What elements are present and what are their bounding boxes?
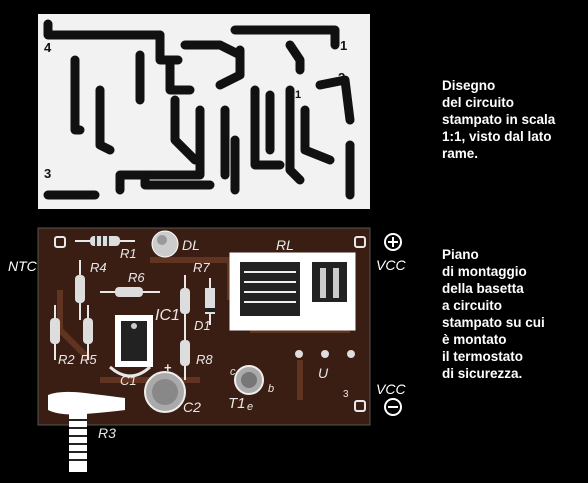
assembly-board: R1 DL RL R4 R6 [37,227,371,472]
ic-ic1 [115,315,153,367]
resistor-r7 [180,275,190,330]
label-vcc-top: VCC [376,257,406,273]
label-ntc: NTC [8,258,37,274]
label-u: U [318,365,329,381]
label-t1-emitter: e [247,401,253,413]
caption-bottom-line: Piano [442,247,479,262]
label-c1: C1 [120,373,137,388]
led-dl [151,230,179,258]
pcb-pads [44,31,354,199]
caption-copper-side: Disegno del circuito stampato in scala 1… [442,77,555,162]
resistor-r1 [75,236,135,246]
caption-bottom-line: di montaggio [442,264,527,279]
label-r1: R1 [120,246,137,261]
label-vcc-bottom: VCC [376,381,406,397]
label-rl: RL [276,237,294,253]
label-r5: R5 [80,352,97,367]
copper-side-pcb: 4 1 2 3 1 [38,14,370,209]
label-t1-collector: c [230,366,236,378]
label-t1: T1 [228,395,246,412]
label-ic1: IC1 [155,307,180,324]
vcc-positive-terminal [384,233,402,251]
diode-d1 [205,278,215,325]
resistor-r5 [83,305,93,360]
label-pin3: 3 [343,389,349,400]
label-c2: C2 [183,399,201,415]
label-r4: R4 [90,260,107,275]
label-c2-plus: + [164,360,172,375]
caption-bottom-line: stampato su cui [442,315,545,330]
pcb-pad-3-label: 3 [44,166,51,181]
caption-bottom-line: a circuito [442,298,503,313]
caption-top-line: del circuito [442,95,515,110]
resistor-r8 [180,330,190,380]
capacitor-c1 [108,365,152,378]
caption-top-line: rame. [442,146,479,161]
label-d1: D1 [194,318,211,333]
pcb-relay-pad-1-label: 1 [295,89,301,101]
relay-rl [229,252,356,331]
caption-top-line: stampato in scala [442,112,556,127]
capacitor-c2 [144,371,186,413]
caption-assembly: Piano di montaggio della basetta a circu… [442,246,545,382]
resistor-r6 [100,287,160,297]
ntc-probe [48,391,125,472]
caption-bottom-line: è montato [442,332,507,347]
label-r3: R3 [98,425,116,441]
pcb-pad-4-label: 4 [44,40,52,55]
label-dl: DL [182,237,200,253]
caption-top-line: Disegno [442,78,496,93]
pcb-pad-2-label: 2 [338,70,345,85]
resistor-r2 [50,305,60,360]
transistor-t1 [234,365,264,395]
label-r2: R2 [58,352,75,367]
resistor-r4 [75,260,85,320]
caption-bottom-line: della basetta [442,281,524,296]
label-r7: R7 [193,260,210,275]
label-r8: R8 [196,352,213,367]
pcb-pad-1-label: 1 [340,38,347,53]
caption-bottom-line: il termostato [442,349,524,364]
output-pads-u [295,350,355,358]
vcc-negative-terminal [384,398,402,416]
caption-top-line: 1:1, visto dal lato [442,129,552,144]
label-r6: R6 [128,270,145,285]
caption-bottom-line: di sicurezza. [442,366,523,381]
label-t1-base: b [268,383,274,395]
